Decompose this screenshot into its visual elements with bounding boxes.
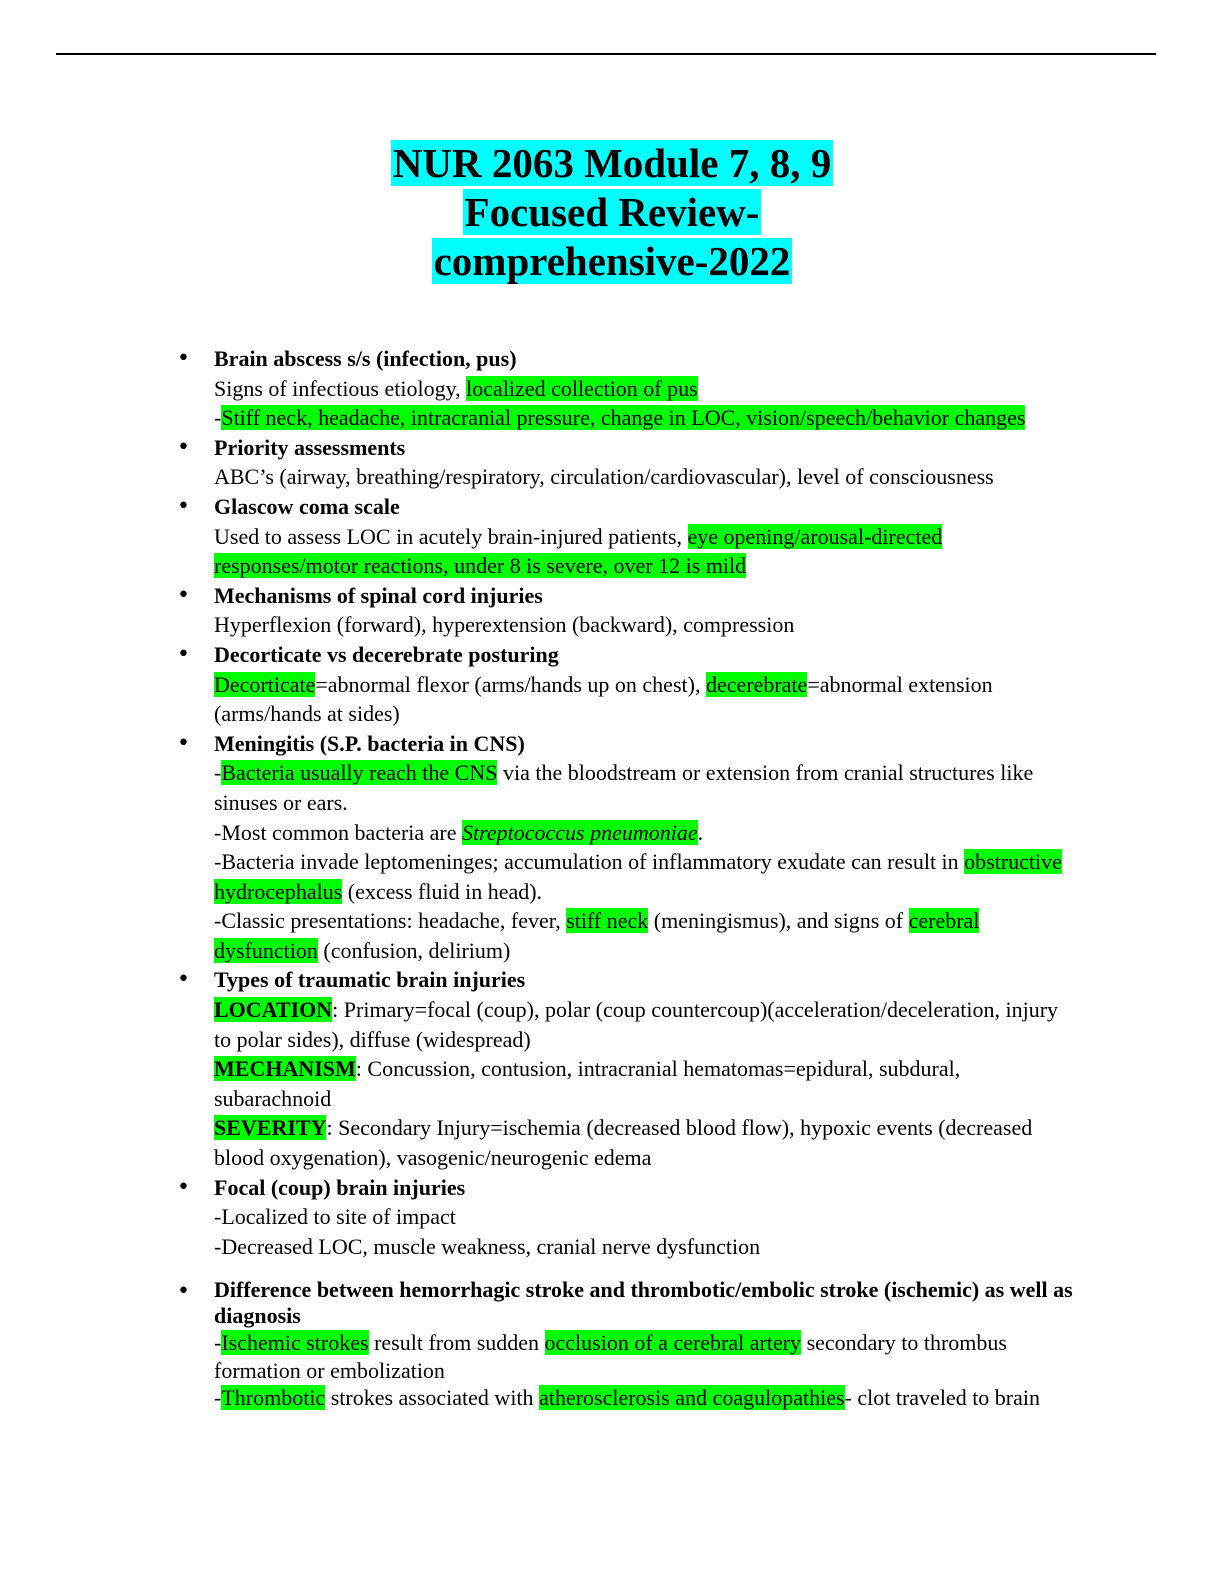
highlight: Thrombotic [221, 1385, 326, 1411]
bullet-icon: • [177, 967, 190, 993]
highlight: atherosclerosis and coagulopathies [539, 1385, 845, 1411]
bullet-icon: • [177, 582, 190, 608]
page-title: NUR 2063 Module 7, 8, 9 Focused Review- … [0, 139, 1224, 286]
item-heading: Difference between hemorrhagic stroke an… [214, 1277, 1073, 1329]
bullet-icon: • [177, 730, 190, 756]
item-heading: Priority assessments [214, 434, 406, 460]
item-text: MECHANISM: Concussion, contusion, intrac… [214, 1056, 961, 1111]
item-text: -Classic presentations: headache, fever,… [214, 908, 980, 963]
highlight-label: LOCATION [214, 997, 333, 1023]
highlight: decerebrate [705, 671, 808, 697]
item-text: SEVERITY: Secondary Injury=ischemia (dec… [214, 1115, 1033, 1171]
highlight: occlusion of a cerebral artery [544, 1330, 802, 1356]
list-item-glascow-coma-scale: • Glascow coma scale Used to assess LOC … [177, 492, 1074, 581]
title-line-2: Focused Review- [462, 189, 762, 235]
item-heading: Focal (coup) brain injuries [214, 1174, 466, 1200]
item-text: ABC’s (airway, breathing/respiratory, ci… [214, 464, 994, 490]
item-text: -Ischemic strokes result from sudden occ… [214, 1330, 1007, 1383]
list-item-posturing: • Decorticate vs decerebrate posturing D… [177, 640, 1074, 729]
item-heading: Brain abscess s/s (infection, pus) [214, 346, 517, 371]
bullet-icon: • [177, 1174, 190, 1200]
highlight-label: MECHANISM [214, 1056, 356, 1082]
list-item-priority-assessments: • Priority assessments ABC’s (airway, br… [177, 433, 1074, 492]
item-text: -Thrombotic strokes associated with athe… [214, 1385, 1041, 1411]
highlight: Stiff neck, headache, intracranial press… [221, 405, 1026, 431]
item-heading: Types of traumatic brain injuries [214, 967, 526, 993]
item-text: -Stiff neck, headache, intracranial pres… [214, 405, 1026, 431]
item-text: Hyperflexion (forward), hyperextension (… [214, 612, 795, 638]
item-text: Signs of infectious etiology, localized … [214, 375, 698, 401]
highlight: Streptococcus pneumoniae [462, 819, 698, 845]
top-rule [56, 53, 1156, 55]
highlight-label: SEVERITY [214, 1115, 327, 1141]
item-heading: Glascow coma scale [214, 493, 400, 519]
list-item-spinal-cord-mechanisms: • Mechanisms of spinal cord injuries Hyp… [177, 581, 1074, 640]
item-text: -Decreased LOC, muscle weakness, cranial… [214, 1233, 761, 1259]
title-line-1: NUR 2063 Module 7, 8, 9 [390, 140, 834, 186]
list-item-stroke-difference: • Difference between hemorrhagic stroke … [177, 1277, 1074, 1412]
item-heading: Mechanisms of spinal cord injuries [214, 582, 543, 608]
bullet-icon: • [177, 346, 190, 371]
highlight: Bacteria usually reach the CNS [221, 760, 498, 786]
bullet-icon: • [177, 1279, 190, 1305]
item-text: -Bacteria invade leptomeninges; accumula… [214, 849, 1062, 904]
item-heading: Meningitis (S.P. bacteria in CNS) [214, 730, 525, 756]
title-line-3: comprehensive-2022 [431, 238, 793, 284]
list-item-brain-abscess: • Brain abscess s/s (infection, pus) Sig… [177, 344, 1074, 433]
item-text: LOCATION: Primary=focal (coup), polar (c… [214, 997, 1059, 1052]
list-item-meningitis: • Meningitis (S.P. bacteria in CNS) -Bac… [177, 729, 1074, 966]
bullet-icon: • [177, 434, 190, 460]
highlight: Ischemic strokes [221, 1330, 369, 1356]
item-text: -Most common bacteria are Streptococcus … [214, 819, 704, 845]
item-heading: Decorticate vs decerebrate posturing [214, 641, 559, 667]
bullet-icon: • [177, 493, 190, 519]
item-text: -Localized to site of impact [214, 1204, 456, 1230]
highlight: stiff neck [566, 908, 649, 934]
list-item-tbi-types: • Types of traumatic brain injuries LOCA… [177, 965, 1074, 1172]
bullet-icon: • [177, 641, 190, 667]
item-text: -Bacteria usually reach the CNS via the … [214, 760, 1034, 815]
item-text: Used to assess LOC in acutely brain-inju… [214, 523, 943, 579]
list-item-focal-injuries: • Focal (coup) brain injuries -Localized… [177, 1173, 1074, 1262]
highlight: Decorticate [214, 671, 316, 697]
review-list: • Brain abscess s/s (infection, pus) Sig… [177, 344, 1074, 1412]
item-text: Decorticate=abnormal flexor (arms/hands … [214, 671, 993, 727]
highlight: localized collection of pus [466, 375, 698, 401]
